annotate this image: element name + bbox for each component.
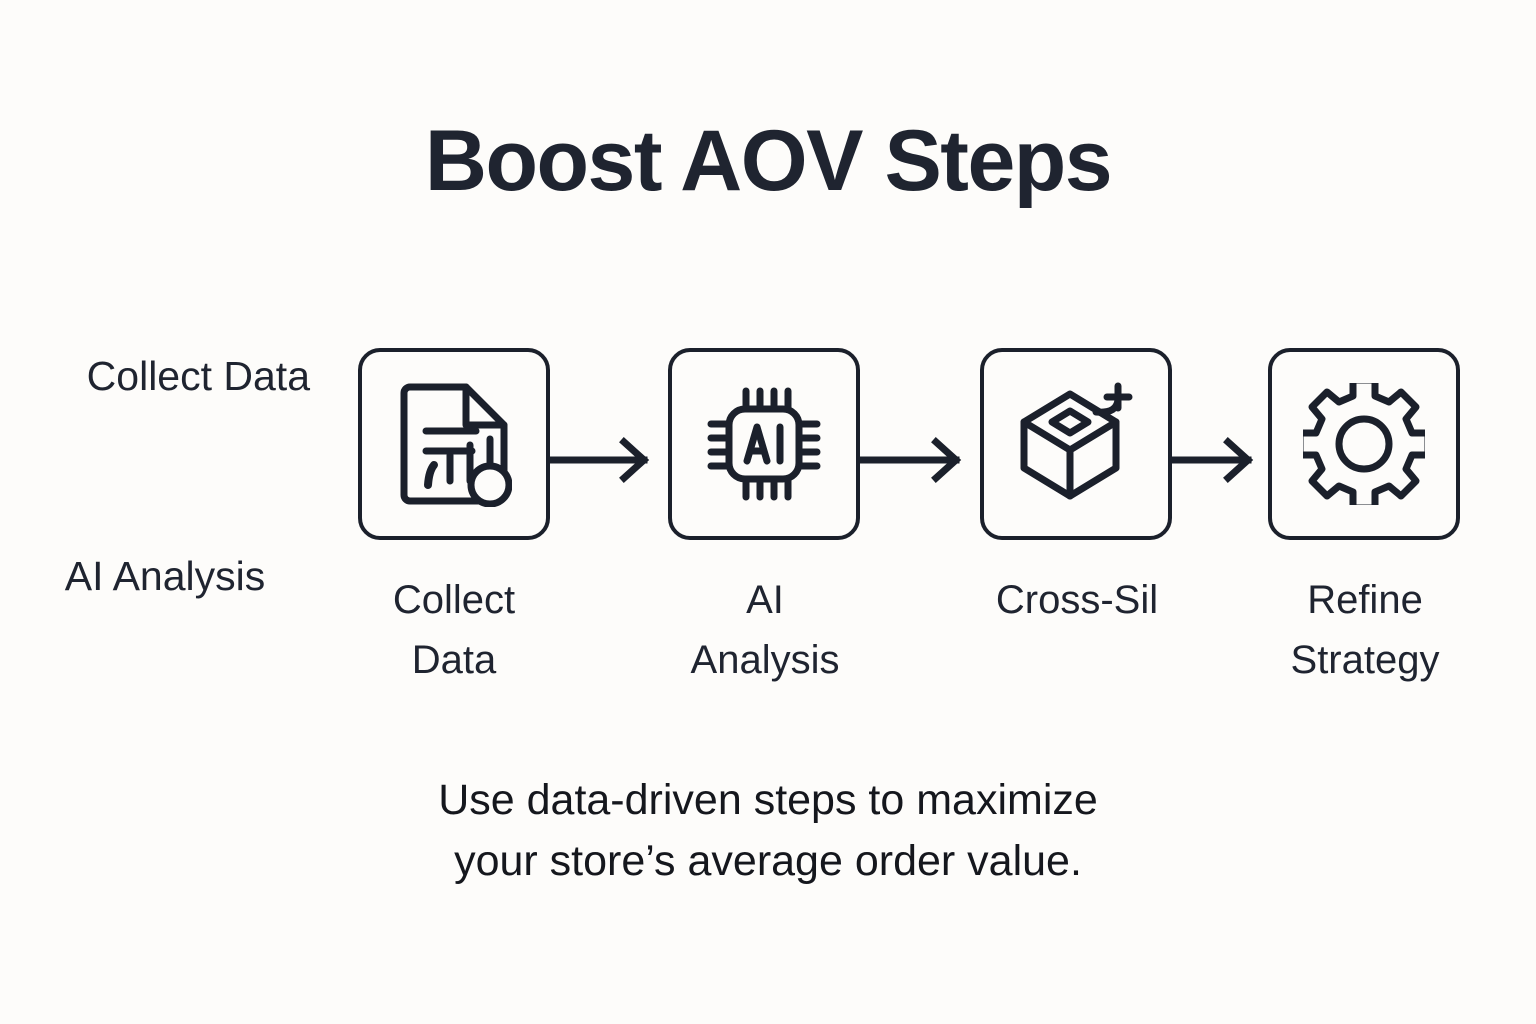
- side-label-collect-data: Collect Data: [86, 353, 310, 399]
- flow-step-label-ai-analysis: AI Analysis: [690, 578, 840, 682]
- document-chart-icon: [396, 381, 512, 507]
- page-title: Boost AOV Steps: [424, 113, 1113, 209]
- side-label-ai-analysis: AI Analysis: [64, 553, 266, 599]
- ai-chip-icon: [701, 381, 827, 507]
- flow-step-label-cross-sell: Cross-Sil: [995, 578, 1159, 622]
- icon-box-3: [980, 348, 1172, 540]
- arrow-right-icon: [858, 437, 980, 483]
- flow-step-collect-data[interactable]: [358, 348, 550, 540]
- arrow-right-icon: [1170, 437, 1268, 483]
- connector-2-to-3: [858, 437, 980, 483]
- icon-box-2: [668, 348, 860, 540]
- connector-1-to-2: [548, 437, 668, 483]
- caption-text: Use data-driven steps to maximize your s…: [438, 776, 1098, 886]
- flow-step-label-collect-data: Collect Data: [392, 578, 516, 682]
- icon-box-4: [1268, 348, 1460, 540]
- flow-step-label-refine-strategy: Refine Strategy: [1290, 578, 1440, 682]
- flow-step-ai-analysis[interactable]: [668, 348, 860, 540]
- arrow-right-icon: [548, 437, 668, 483]
- process-flow: [0, 348, 1536, 548]
- flow-step-cross-sell[interactable]: [980, 348, 1172, 540]
- box-plus-icon: [1012, 382, 1140, 506]
- flow-step-refine-strategy[interactable]: [1268, 348, 1460, 540]
- icon-box-1: [358, 348, 550, 540]
- gear-icon: [1303, 383, 1425, 505]
- connector-3-to-4: [1170, 437, 1268, 483]
